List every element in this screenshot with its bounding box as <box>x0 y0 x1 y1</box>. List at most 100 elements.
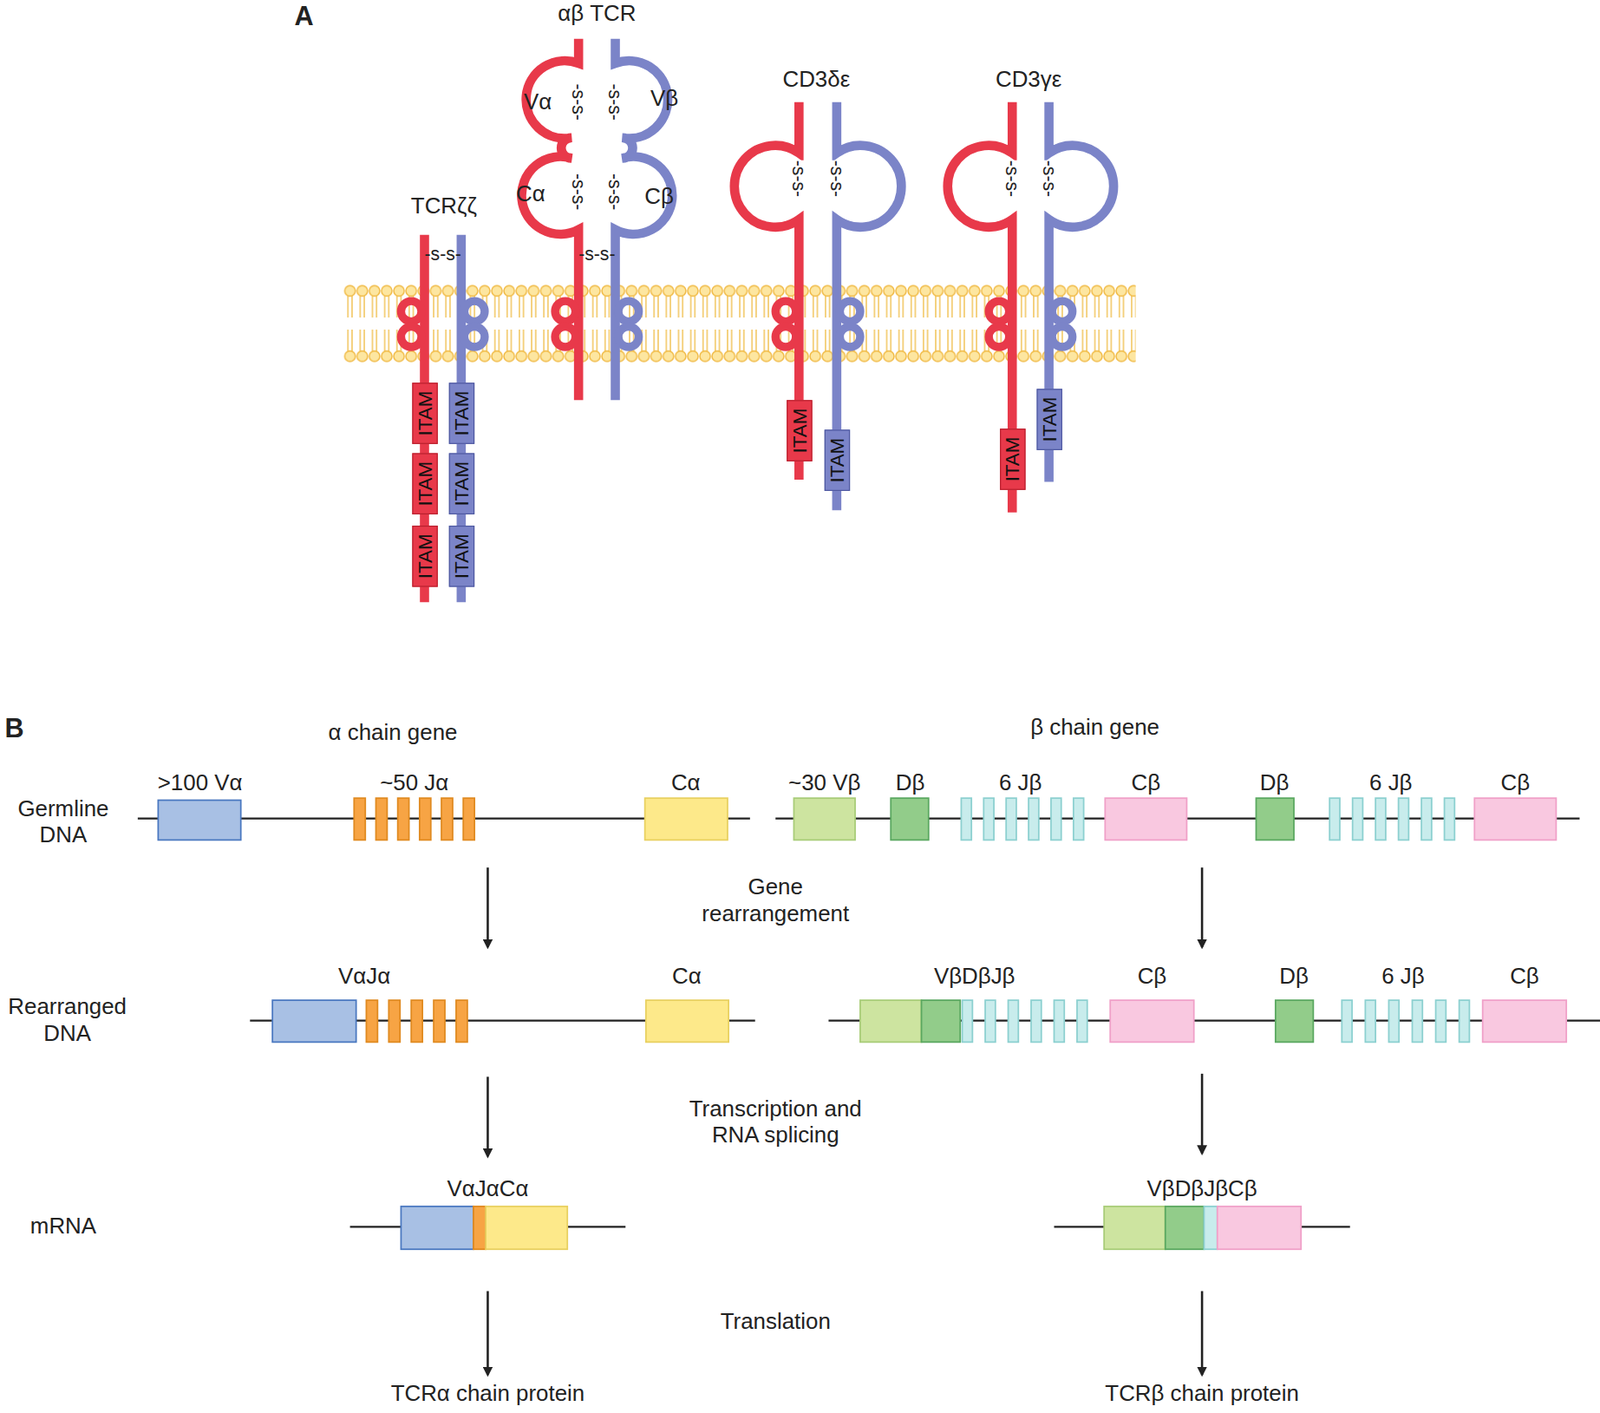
gene-segment <box>353 797 366 840</box>
gene-segment <box>860 999 922 1042</box>
helix-coil <box>988 326 1010 348</box>
gene-segment <box>272 999 356 1042</box>
itam-label: ITAM <box>788 408 811 454</box>
gene-segment <box>463 797 475 840</box>
text-label: CD3δε <box>782 65 850 93</box>
text-label: 6 Jβ <box>1381 963 1424 991</box>
gene-segment <box>473 1206 486 1249</box>
helix-coil <box>555 326 576 348</box>
text-label: VαJαCα <box>447 1175 529 1202</box>
gene-segment <box>1110 999 1194 1042</box>
text-label: VαJα <box>338 963 391 991</box>
helix-coil <box>400 326 422 348</box>
disulfide-bond: -s-s- <box>1039 160 1058 197</box>
gene-segment <box>375 797 387 840</box>
gene-segment <box>983 797 994 840</box>
text-label: Vα <box>523 88 552 116</box>
gene-segment <box>1217 1206 1301 1249</box>
text-label: Cβ <box>1509 963 1540 991</box>
itam-label: ITAM <box>1038 397 1061 443</box>
helix-coil <box>988 300 1010 322</box>
arrow <box>486 1290 490 1374</box>
disulfide-bond: -s-s- <box>790 160 809 197</box>
gene-segment <box>962 999 974 1042</box>
gene-segment <box>400 1206 474 1249</box>
gene-segment <box>1398 797 1410 840</box>
itam-box: ITAM <box>824 429 850 491</box>
disulfide-bond: -s-s- <box>606 83 625 120</box>
arrow <box>486 867 490 947</box>
text-label: Cα <box>515 180 546 208</box>
gene-segment <box>441 797 453 840</box>
gene-segment <box>157 800 241 841</box>
text-label: Translation <box>720 1307 831 1335</box>
flow-arrows <box>487 867 1202 1375</box>
text-label: >100 Vα <box>157 769 243 797</box>
text-label: 6 Jβ <box>999 769 1042 797</box>
gene-segment <box>1388 999 1399 1042</box>
gene-segment <box>433 999 445 1042</box>
gene-segment <box>1203 1206 1217 1249</box>
text-label: ~50 Jα <box>379 769 449 797</box>
disulfide-bond: -s-s- <box>827 160 846 197</box>
text-label: VβDβJβ <box>933 963 1016 991</box>
gene-segment <box>1436 999 1447 1042</box>
text-label: Gene rearrangement <box>678 874 873 928</box>
text-label: TCRζζ <box>411 192 477 220</box>
gene-segment <box>1329 797 1340 840</box>
gene-segment <box>388 999 400 1042</box>
gene-segment <box>793 797 856 840</box>
helix-coil <box>555 300 576 322</box>
gene-segment <box>1411 999 1423 1042</box>
gene-segment <box>1104 797 1187 840</box>
text-label: A <box>294 0 314 33</box>
disulfide-bond: -s-s- <box>606 173 625 210</box>
text-label: Vβ <box>650 85 679 113</box>
gene-segment <box>921 999 961 1042</box>
gene-segment <box>365 999 378 1042</box>
gene-segment <box>1053 999 1065 1042</box>
itam-label: ITAM <box>450 533 473 579</box>
helix-coil <box>463 300 485 322</box>
gene-segment <box>1352 797 1364 840</box>
helix-coil <box>775 326 797 348</box>
itam-box: ITAM <box>449 525 475 588</box>
itam-box: ITAM <box>449 382 475 445</box>
gene-segment <box>1444 797 1456 840</box>
text-label: Cα <box>672 963 702 991</box>
helix-coil <box>400 300 422 322</box>
gene-segment <box>456 999 468 1042</box>
gene-segment <box>1165 1206 1205 1249</box>
itam-label: ITAM <box>1001 437 1025 483</box>
itam-box: ITAM <box>411 382 438 445</box>
text-label: Cβ <box>644 183 674 211</box>
gene-segment <box>1375 797 1386 840</box>
text-label: -s-s- <box>578 243 615 266</box>
text-label: Cα <box>671 769 701 797</box>
helix-coil <box>463 326 485 348</box>
helix-coil <box>1051 326 1073 348</box>
gene-segment <box>1341 999 1352 1042</box>
itam-label: ITAM <box>450 461 473 507</box>
gene-segment <box>411 999 423 1042</box>
text-label: ~30 Vβ <box>788 769 861 797</box>
helix-coil <box>1051 300 1073 322</box>
text-label: α chain gene <box>328 718 458 746</box>
disulfide-bond: -s-s- <box>1003 160 1022 197</box>
arrow <box>1201 1073 1204 1154</box>
gene-segment <box>1364 999 1376 1042</box>
text-label: Germline DNA <box>6 795 119 849</box>
helix-coil <box>618 326 640 348</box>
disulfide-bond: -s-s- <box>569 83 588 120</box>
itam-label: ITAM <box>413 391 437 437</box>
gene-segment <box>960 797 972 840</box>
text-label: Cβ <box>1501 769 1531 797</box>
text-label: VβDβJβCβ <box>1147 1175 1258 1202</box>
text-label: 6 Jβ <box>1369 769 1412 797</box>
gene-segment <box>1474 797 1556 840</box>
itam-box: ITAM <box>411 452 438 515</box>
itam-box: ITAM <box>1036 388 1062 451</box>
text-label: Dβ <box>1260 769 1290 797</box>
